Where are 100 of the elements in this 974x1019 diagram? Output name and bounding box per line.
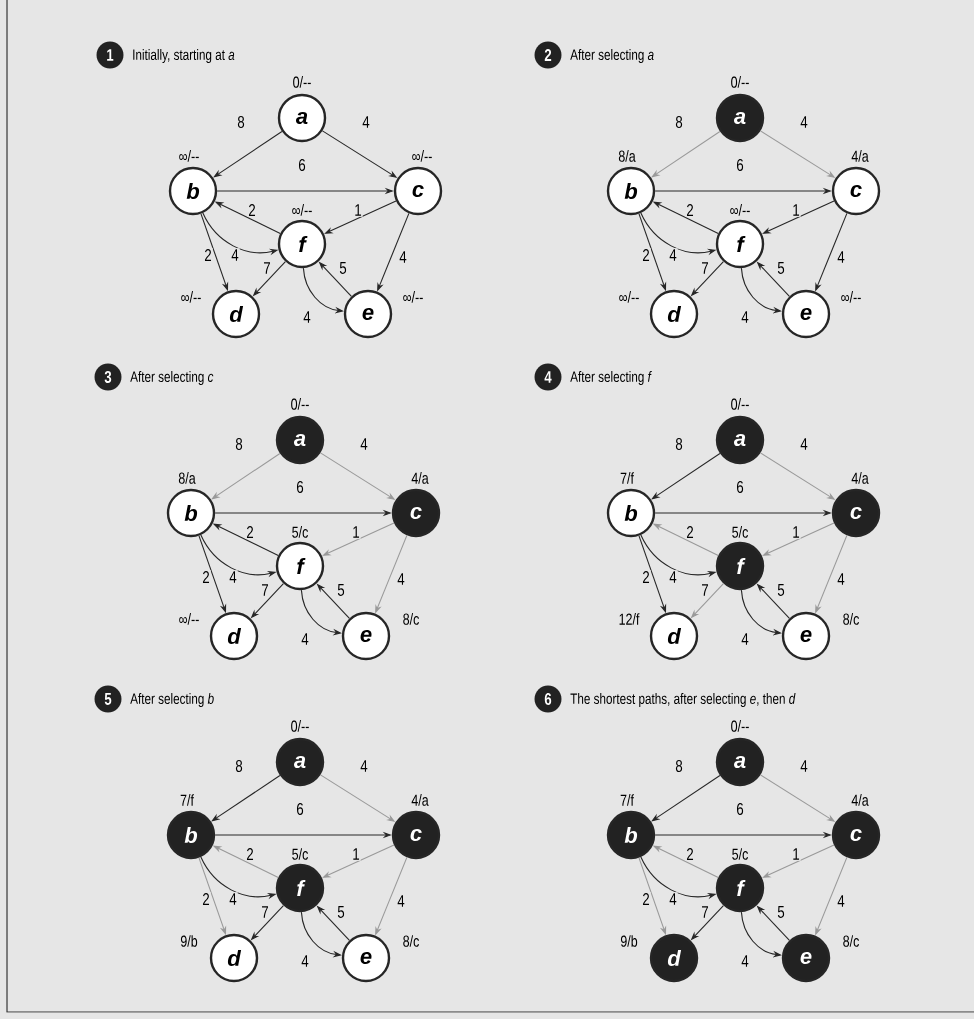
distance-label: ∞/-- <box>292 204 312 216</box>
step-badge: 5 <box>94 685 122 713</box>
step-badge: 3 <box>94 363 122 391</box>
distance-label: ∞/-- <box>403 291 423 303</box>
distance-label: 8/c <box>843 613 859 625</box>
edge-label: 7 <box>262 261 272 275</box>
edge-label: 4 <box>836 250 846 264</box>
edge-label: 1 <box>791 525 801 539</box>
step-title: After selecting b <box>130 693 214 707</box>
distance-label: ∞/-- <box>730 204 750 216</box>
edge-label: 8 <box>234 759 244 773</box>
distance-label: 4/a <box>411 794 429 806</box>
distance-label: 0/-- <box>293 76 311 88</box>
step-title: After selecting a <box>570 49 654 63</box>
edge-label: 5 <box>776 905 786 919</box>
edge-label: 4 <box>836 894 846 908</box>
edge-label: 4 <box>740 954 750 968</box>
step-badge: 2 <box>534 41 562 69</box>
distance-label: 0/-- <box>291 398 309 410</box>
arrow <box>762 522 835 556</box>
edge-label: 8 <box>234 436 244 451</box>
distance-label: 5/c <box>732 526 748 538</box>
edge-label: 4 <box>799 115 809 129</box>
edge-label: 2 <box>685 203 695 217</box>
distance-label: 4/a <box>851 794 869 806</box>
step-badge: 4 <box>534 363 562 391</box>
edge-label: 1 <box>791 203 801 217</box>
distance-label: 8/c <box>403 935 419 947</box>
step-title: Initially, starting at a <box>133 49 235 63</box>
distance-label: ∞/-- <box>179 613 199 625</box>
edge-label: 4 <box>396 894 406 908</box>
edge-label: 4 <box>740 310 750 324</box>
edge-label: 4 <box>668 892 678 906</box>
distance-label: ∞/-- <box>412 150 432 162</box>
edge-label: 2 <box>201 892 211 906</box>
edge-label: 1 <box>353 203 363 217</box>
distance-label: 9/b <box>180 935 198 947</box>
distance-label: 0/-- <box>731 76 749 88</box>
distance-label: 4/a <box>411 472 429 484</box>
edge-label: 4 <box>228 570 238 584</box>
edge-label: 2 <box>641 892 651 906</box>
arrow <box>651 774 721 822</box>
edge-label: 4 <box>300 632 310 646</box>
distance-label: 8/a <box>618 150 636 162</box>
edge-label: 7 <box>700 905 710 919</box>
distance-label: 0/-- <box>731 398 749 410</box>
edge-label: 7 <box>700 583 710 597</box>
edge-label: 5 <box>338 261 348 275</box>
edge-label: 7 <box>700 261 710 275</box>
edge-label: 6 <box>735 802 745 816</box>
step-title: After selecting f <box>570 371 652 385</box>
step-badge: 6 <box>534 685 562 713</box>
edge-label: 4 <box>398 250 408 264</box>
edge-label: 2 <box>245 525 255 539</box>
distance-label: 7/f <box>620 794 634 806</box>
edge-label: 6 <box>735 479 745 494</box>
distance-label: 0/-- <box>731 720 749 732</box>
edge-label: 2 <box>685 847 695 861</box>
arrow <box>651 130 721 178</box>
edge-label: 2 <box>203 248 213 262</box>
edge-label: 2 <box>641 570 651 584</box>
edge-label: 5 <box>336 905 346 919</box>
edge-label: 2 <box>201 570 211 584</box>
distance-label: ∞/-- <box>619 291 639 303</box>
arrow <box>651 452 721 500</box>
distance-label: ∞/-- <box>179 150 199 162</box>
arrow <box>211 774 281 822</box>
edge-label: 4 <box>230 248 240 262</box>
edge-label: 4 <box>300 954 310 968</box>
edge-label: 4 <box>668 248 678 262</box>
edge-label: 6 <box>297 157 307 172</box>
distance-label: ∞/-- <box>841 291 861 303</box>
edge-label: 6 <box>295 802 305 816</box>
edge-label: 5 <box>776 261 786 275</box>
edge-label: 5 <box>336 583 346 597</box>
edge-label: 4 <box>359 759 369 773</box>
edge-label: 4 <box>228 892 238 906</box>
step-title: After selecting c <box>130 371 214 385</box>
edge-label: 8 <box>674 436 684 451</box>
distance-label: 0/-- <box>291 720 309 732</box>
edge-label: 6 <box>295 479 305 494</box>
distance-label: 5/c <box>292 526 308 538</box>
arrow <box>762 200 835 234</box>
edge-label: 4 <box>668 570 678 584</box>
edge-label: 6 <box>735 157 745 172</box>
edge-label: 7 <box>260 905 270 919</box>
arrow <box>324 200 397 234</box>
arrow <box>211 452 281 500</box>
arrow <box>762 844 835 878</box>
distance-label: 7/f <box>620 472 634 484</box>
distance-label: ∞/-- <box>181 291 201 303</box>
distance-label: 9/b <box>620 935 638 947</box>
edge-label: 2 <box>245 847 255 861</box>
edge-label: 2 <box>641 248 651 262</box>
edge-label: 4 <box>361 115 371 129</box>
distance-label: 4/a <box>851 472 869 484</box>
edge-label: 4 <box>740 632 750 646</box>
distance-label: 8/a <box>178 472 196 484</box>
distance-label: 4/a <box>851 150 869 162</box>
edge-label: 1 <box>351 847 361 861</box>
